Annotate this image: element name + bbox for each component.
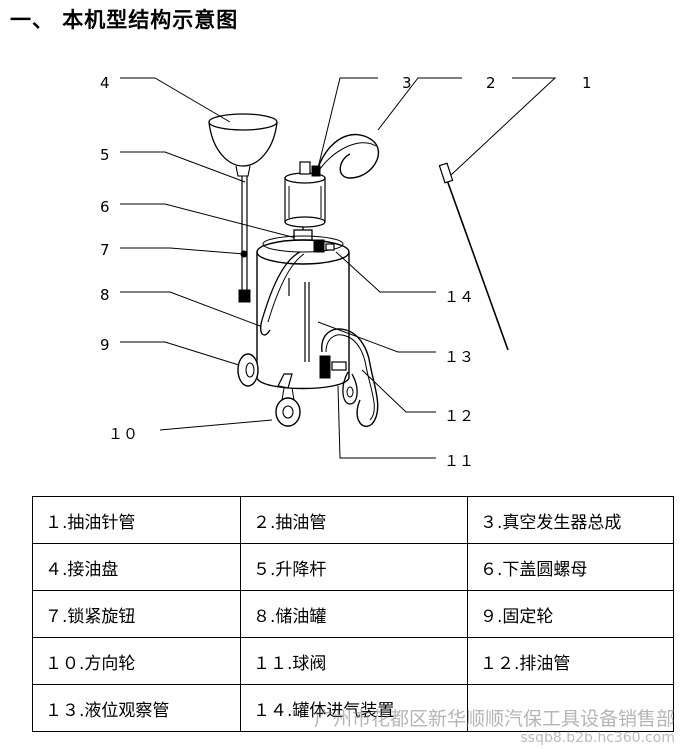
table-row: １.抽油针管 ２.抽油管 ３.真空发生器总成 xyxy=(32,496,674,544)
table-cell: ２.抽油管 xyxy=(240,496,468,544)
callout-6: 6 xyxy=(100,198,110,216)
table-cell: １.抽油针管 xyxy=(32,496,241,544)
structure-diagram: 1 2 3 4 5 6 7 8 9 １０ １１ １２ １３ １４ xyxy=(100,74,592,470)
suction-hose xyxy=(317,133,379,179)
callout-5: 5 xyxy=(100,146,110,164)
table-row: １３.液位观察管 １４.罐体进气装置 xyxy=(32,684,674,732)
callout-3: 3 xyxy=(402,74,412,92)
table-cell: ３.真空发生器总成 xyxy=(467,496,674,544)
callout-7: 7 xyxy=(100,241,110,259)
tank-hose xyxy=(260,251,301,336)
callout-9: 9 xyxy=(100,336,110,354)
lifting-rod xyxy=(238,176,251,303)
ball-valve xyxy=(319,355,347,379)
watermark-url: ssqb8.b2b.hc360.com xyxy=(520,730,676,746)
callout-10: １０ xyxy=(108,425,138,443)
table-cell: ４.接油盘 xyxy=(32,543,241,591)
level-observation-tube xyxy=(288,278,310,362)
lower-cover-nut xyxy=(293,227,313,241)
oil-receiving-pan xyxy=(208,113,278,177)
table-row: ４.接油盘 ５.升降杆 ６.下盖圆螺母 xyxy=(32,543,674,591)
fixed-wheel xyxy=(237,353,358,405)
callout-13: １３ xyxy=(444,348,474,366)
table-cell: ５.升降杆 xyxy=(240,543,468,591)
callout-4: 4 xyxy=(100,74,110,92)
watermark-text: 广州市花都区新华顺顺汽保工具设备销售部 xyxy=(313,708,675,730)
table-cell: ６.下盖圆螺母 xyxy=(467,543,674,591)
caster-wheel xyxy=(275,373,301,427)
leader-lines xyxy=(120,77,557,459)
table-cell: １３.液位观察管 xyxy=(32,684,241,732)
oil-storage-tank xyxy=(256,235,350,390)
callout-11: １１ xyxy=(444,452,474,470)
locking-knob xyxy=(240,250,248,258)
callout-2: 2 xyxy=(486,74,496,92)
table-cell: １４.罐体进气装置 xyxy=(240,684,468,732)
table-row: １０.方向轮 １１.球阀 １２.排油管 xyxy=(32,637,674,685)
callout-8: 8 xyxy=(100,286,110,304)
table-cell: １２.排油管 xyxy=(467,637,674,685)
parts-table: １.抽油针管 ２.抽油管 ３.真空发生器总成 ４.接油盘 ５.升降杆 ６.下盖圆… xyxy=(32,496,674,732)
table-row: ７.锁紧旋钮 ８.储油罐 ９.固定轮 xyxy=(32,590,674,638)
table-cell: ７.锁紧旋钮 xyxy=(32,590,241,638)
drain-pipe xyxy=(321,328,379,427)
table-cell: １０.方向轮 xyxy=(32,637,241,685)
suction-needle-pipe xyxy=(438,162,509,351)
vacuum-generator-assembly xyxy=(284,161,326,228)
table-cell xyxy=(467,684,674,732)
callout-12: １２ xyxy=(444,407,474,425)
tank-air-inlet xyxy=(313,239,335,253)
table-cell: ９.固定轮 xyxy=(467,590,674,638)
table-cell: ８.储油罐 xyxy=(240,590,468,638)
page-title: 一、 本机型结构示意图 xyxy=(10,8,239,32)
callout-14: １４ xyxy=(444,288,474,306)
table-cell: １１.球阀 xyxy=(240,637,468,685)
callout-1: 1 xyxy=(582,74,592,92)
